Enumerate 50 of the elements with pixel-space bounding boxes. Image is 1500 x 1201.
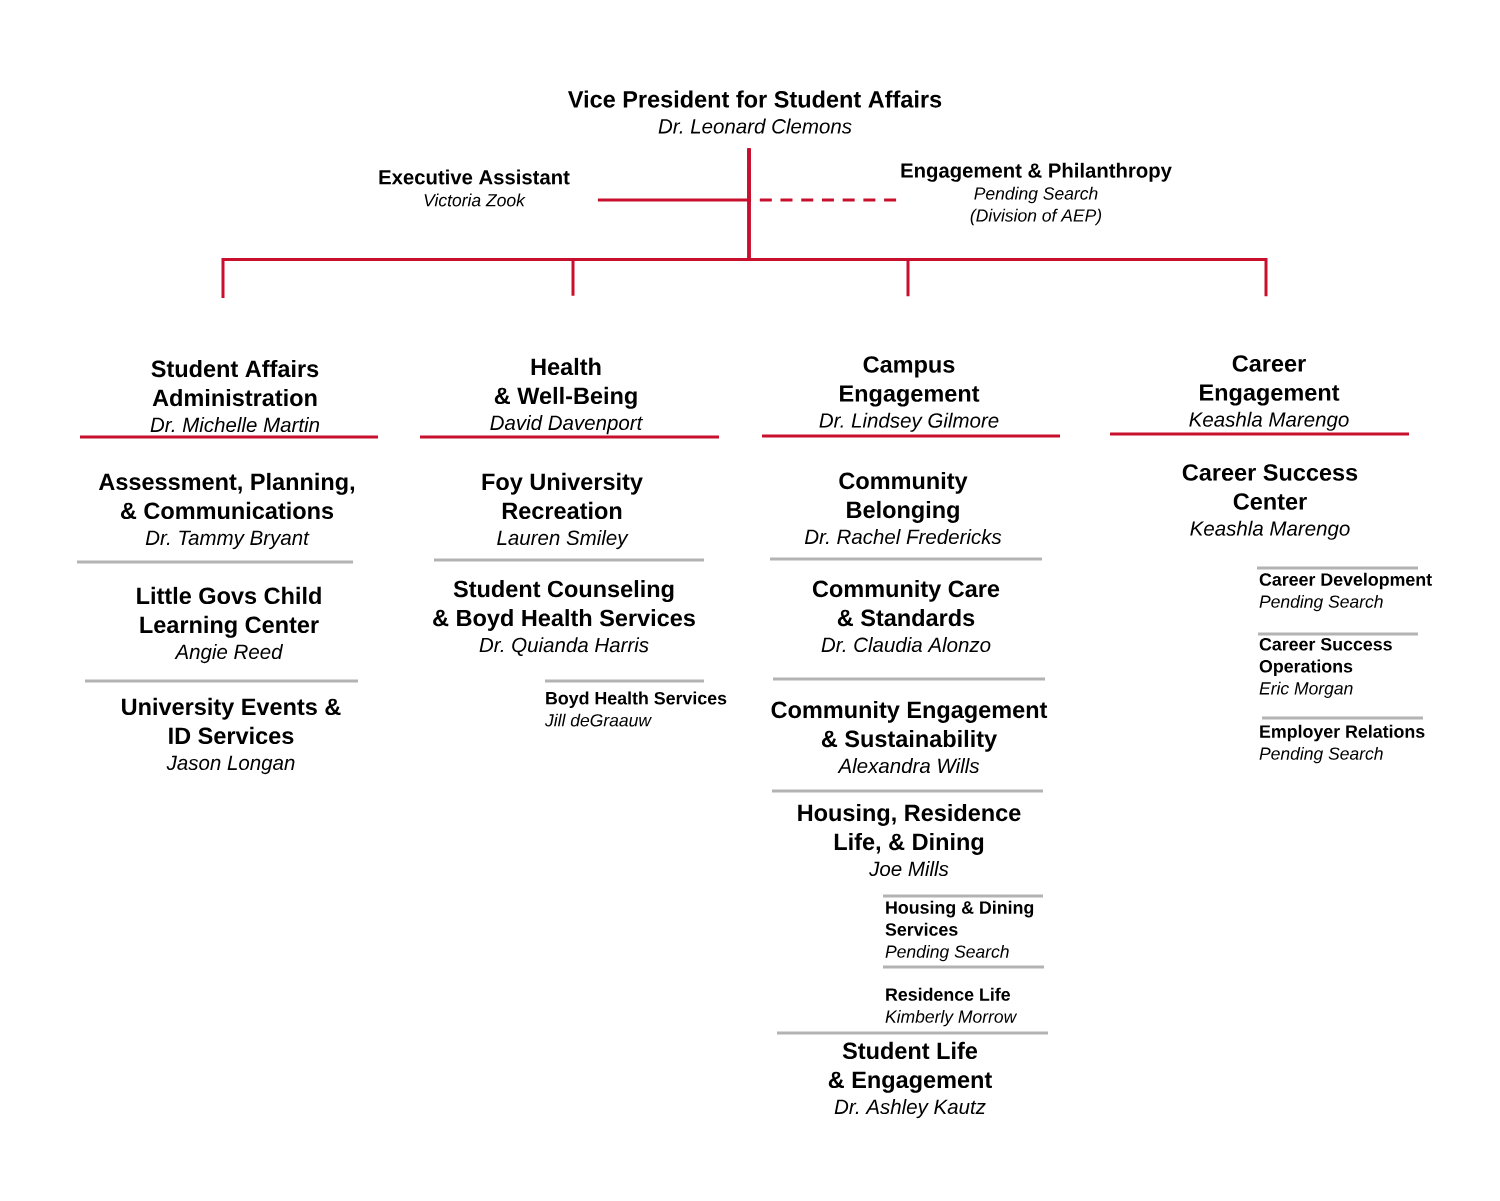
person-name: Dr. Tammy Bryant: [145, 530, 310, 550]
unit-title: Employer Relations: [1260, 724, 1425, 742]
connector-line: [747, 148, 1268, 297]
division-title: Career Engagement: [1200, 355, 1340, 406]
unit-title: Career Success Operations: [1259, 637, 1392, 677]
unit-title: Career Success Center: [1182, 464, 1358, 510]
person-name: David Davenport: [490, 415, 643, 435]
position-title: Engagement & Philanthropy: [901, 162, 1172, 182]
person-name: Eric Morgan: [1259, 681, 1353, 699]
unit-title: Foy University Recreation: [482, 472, 643, 520]
person-name: Alexandra Wills: [837, 758, 980, 774]
unit-title: Assessment, Planning, & Communications: [98, 472, 355, 520]
unit-title: Community Care & Standards: [812, 579, 1000, 627]
person-name: Pending Search: [1259, 746, 1383, 764]
position-title: Executive Assistant: [379, 169, 570, 185]
unit-title: Career Development: [1259, 572, 1432, 590]
person-name: Dr. Claudia Alonzo: [821, 637, 991, 653]
person-name: Jill deGraauw: [544, 713, 652, 727]
person-name: Dr. Leonard Clemons: [658, 118, 852, 134]
unit-title: Little Govs Child Learning Center: [137, 586, 321, 638]
division-note: (Division of AEP): [970, 208, 1102, 226]
division-title: Campus Engagement: [840, 356, 980, 407]
unit-title: Housing, Residence Life, & Dining: [798, 803, 1021, 855]
unit-title: Boyd Health Services: [546, 691, 727, 709]
unit-title: Residence Life: [886, 987, 1010, 1001]
unit-title: Community Engagement & Sustainability: [771, 700, 1048, 752]
unit-title: Housing & Dining Services: [885, 900, 1034, 936]
person-name: Keashla Marengo: [1189, 411, 1349, 431]
person-name: Dr. Quianda Harris: [479, 637, 649, 656]
person-name: Keashla Marengo: [1190, 520, 1350, 540]
person-name: Dr. Michelle Martin: [150, 417, 320, 433]
person-name: Victoria Zook: [424, 193, 526, 207]
unit-title: Student Counseling & Boyd Health Services: [433, 580, 695, 631]
unit-title: University Events & ID Services: [122, 697, 341, 745]
person-name: Dr. Rachel Fredericks: [804, 529, 1002, 545]
person-name: Angie Reed: [174, 644, 284, 664]
unit-title: Community Belonging: [839, 471, 968, 523]
person-name: Jason Longan: [166, 755, 295, 775]
person-name: Dr. Lindsey Gilmore: [819, 412, 999, 432]
person-name: Pending Search: [1259, 594, 1383, 612]
division-title: Student Affairs Administration: [151, 359, 319, 407]
person-name: Joe Mills: [869, 861, 949, 877]
division-title: Health & Well-Being: [494, 357, 637, 409]
person-name: Pending Search: [885, 944, 1009, 962]
person-name: Dr. Ashley Kautz: [834, 1099, 986, 1119]
position-title: Vice President for Student Affairs: [568, 90, 942, 108]
person-name: Kimberly Morrow: [885, 1009, 1018, 1027]
person-name: Lauren Smiley: [497, 530, 629, 550]
person-name: Pending Search: [974, 186, 1098, 204]
unit-title: Student Life & Engagement: [828, 1041, 992, 1093]
